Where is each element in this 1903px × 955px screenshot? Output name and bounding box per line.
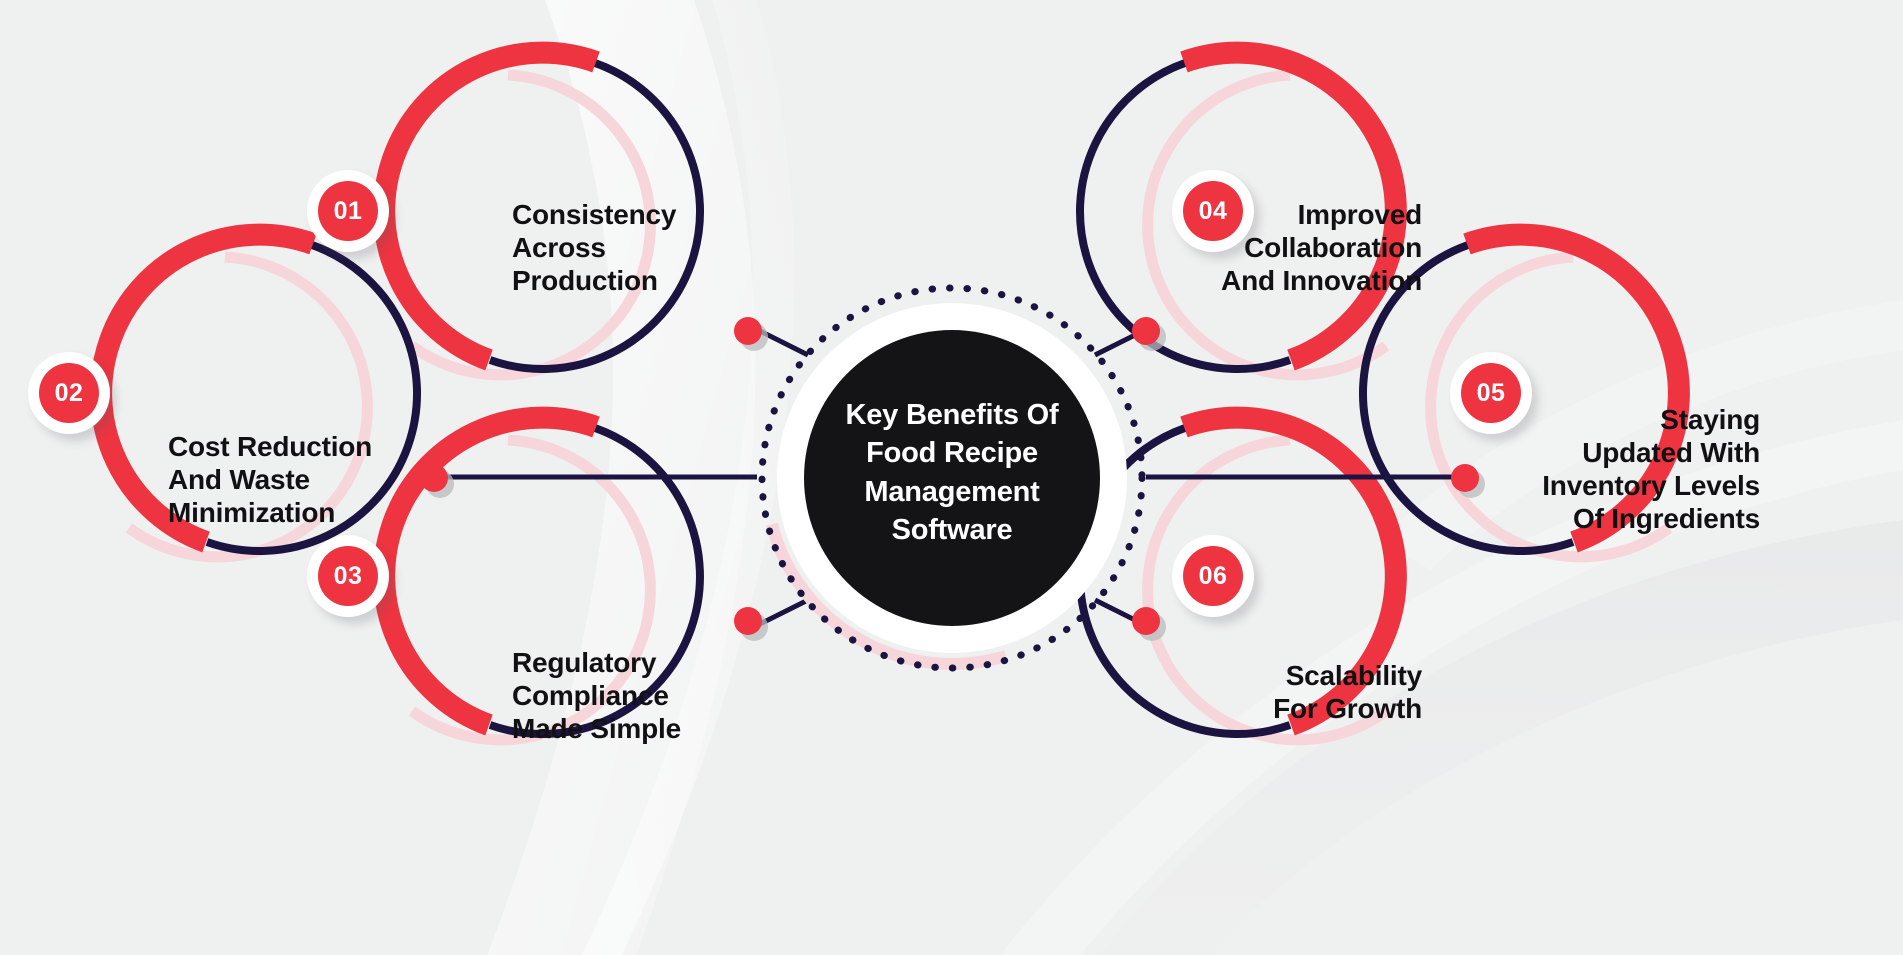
node-badge-03[interactable]: 03 [307, 535, 389, 617]
connector-dot-01 [734, 317, 768, 351]
node-label-01: Consistency Across Production [512, 199, 677, 297]
node-badge-number-05: 05 [1461, 363, 1521, 423]
connector-dot-05 [1451, 464, 1485, 498]
hub-core-circle [804, 330, 1100, 626]
node-label-03: Regulatory Compliance Made Simple [512, 647, 681, 745]
connector-dot-02 [420, 464, 454, 498]
hub-title: Key Benefits Of Food Recipe Management S… [845, 399, 1059, 546]
node-badge-05[interactable]: 05 [1450, 352, 1532, 434]
node-ring-02 [90, 223, 421, 563]
node-badge-number-04: 04 [1183, 181, 1243, 241]
node-label-02: Cost Reduction And Waste Minimization [168, 431, 373, 529]
node-label-06: Scalability For Growth [1273, 660, 1422, 725]
node-ring-05 [1359, 223, 1690, 563]
node-label-04: Improved Collaboration And Innovation [1221, 199, 1422, 297]
node-ring-04 [1076, 41, 1407, 381]
node-ring-01 [373, 41, 704, 381]
connector-dot-04 [1132, 317, 1166, 351]
node-ring-03 [373, 406, 704, 746]
node-badge-01[interactable]: 01 [307, 170, 389, 252]
node-badge-number-06: 06 [1183, 546, 1243, 606]
node-badge-number-02: 02 [39, 363, 99, 423]
node-badge-number-03: 03 [318, 546, 378, 606]
node-label-05: Staying Updated With Inventory Levels Of… [1542, 404, 1760, 535]
node-badge-number-01: 01 [318, 181, 378, 241]
connector-dot-03 [734, 607, 768, 641]
node-badge-02[interactable]: 02 [28, 352, 110, 434]
node-badge-06[interactable]: 06 [1172, 535, 1254, 617]
node-badge-04[interactable]: 04 [1172, 170, 1254, 252]
connector-dot-06 [1132, 607, 1166, 641]
